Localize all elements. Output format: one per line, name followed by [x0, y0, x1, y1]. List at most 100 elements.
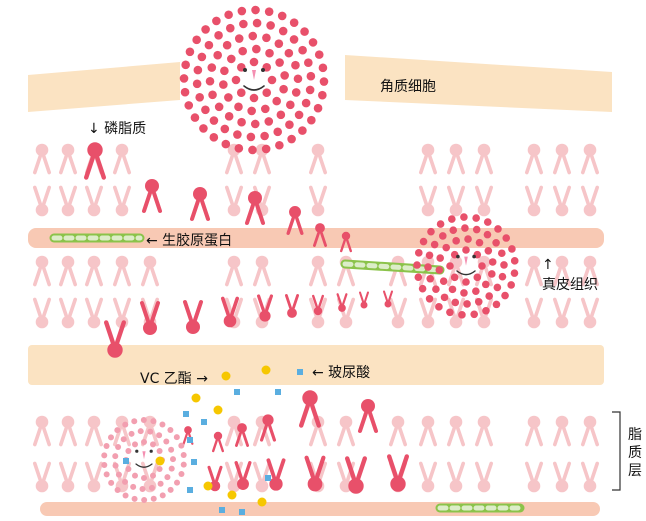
pale-lipid-tail [85, 297, 94, 318]
pale-lipid-tail [94, 426, 103, 447]
phospholipid [257, 294, 273, 322]
dermis-cell-dot [440, 293, 449, 302]
pale-lipid-tail [309, 426, 318, 447]
lipid-layer-cell-dot [103, 471, 110, 478]
phospholipid-tail [398, 454, 409, 479]
pale-lipid [525, 185, 543, 217]
lipid-layer-cell-dot [159, 421, 166, 428]
phospholipid-head [186, 320, 200, 334]
phospholipid-tail [234, 461, 243, 480]
pale-lipid-tail [562, 266, 571, 287]
pale-lipid-tail [484, 461, 493, 482]
pale-lipid-tail [309, 266, 318, 287]
keratinocyte-cell-dot [274, 39, 284, 48]
keratinocyte-cell-dot [300, 27, 309, 36]
phospholipid-head [313, 306, 323, 316]
lipid-layer-cell-dot [115, 471, 122, 478]
dermis-cell-dot [413, 261, 421, 269]
pale-lipid-head [227, 479, 241, 493]
pale-lipid [525, 415, 543, 447]
pale-lipid-tail [590, 154, 599, 175]
pale-lipid-head [527, 255, 541, 269]
phospholipid [190, 187, 210, 221]
phospholipid-tail [266, 458, 276, 480]
hyaluronic-square [187, 487, 193, 493]
pale-lipid [553, 297, 571, 329]
keratinocyte-cell-dot [318, 90, 327, 100]
phospholipid-tail [150, 301, 160, 323]
pale-lipid [309, 255, 327, 287]
phospholipid-tail [292, 294, 299, 310]
keratinocyte-cell-dot [264, 7, 274, 16]
lipid-layer-cell-dot [168, 446, 175, 453]
pale-lipid-tail [262, 266, 271, 287]
keratinocyte-cell-dot [204, 40, 214, 50]
keratinocyte-cell-dot [289, 35, 299, 44]
dermis-cell-dot [436, 254, 445, 262]
phospholipid-tail [140, 301, 150, 323]
pale-lipid-tail [253, 461, 262, 482]
phospholipid-tail [104, 320, 115, 345]
keratinocyte-cell-dot [291, 60, 300, 70]
lipid-layer-cell-dot [114, 487, 121, 494]
pale-lipid-tail [484, 185, 493, 206]
hyaluronic-square [187, 437, 193, 443]
keratinocyte-cell-dot [294, 110, 304, 120]
hyaluronic-square [275, 389, 281, 395]
pale-lipid [389, 297, 407, 329]
hyaluronic-square [191, 459, 197, 465]
lipid-layer-cell-dot [141, 496, 148, 503]
pale-lipid [581, 297, 599, 329]
phospholipid [358, 399, 378, 433]
keratinocyte-cell-dot [222, 40, 232, 50]
phospholipid-tail [255, 203, 265, 225]
pale-lipid-tail [456, 426, 465, 447]
pale-lipid [525, 461, 543, 493]
lipid-layer-cell-dot [140, 417, 147, 424]
pale-lipid [225, 143, 243, 175]
keratinocyte-face-eye [261, 68, 265, 72]
pale-lipid-head [87, 255, 101, 269]
keratinocyte-cell-dot [205, 76, 215, 86]
pale-lipid [525, 297, 543, 329]
lipid-layer-cell-dot [132, 441, 138, 448]
phospholipid-tail [183, 300, 193, 322]
pale-lipid [525, 143, 543, 175]
lipid-layer-cell-dot [141, 475, 147, 481]
pale-lipid-head [421, 479, 435, 493]
phospholipid-tail [115, 320, 126, 345]
pale-lipid-tail [553, 154, 562, 175]
lipid-layer-cell-dot [150, 418, 157, 425]
dermis-cell-dot [448, 285, 457, 294]
keratinocyte-cell-dot [272, 96, 282, 106]
pale-lipid-tail [419, 154, 428, 175]
lipid-layer-cell-dot [141, 439, 147, 445]
phospholipid [383, 290, 393, 308]
pale-lipid [33, 415, 51, 447]
pale-lipid-tail [581, 297, 590, 318]
lipid-layer-cell-dot [122, 492, 129, 499]
lipid-layer-cell-dot [125, 466, 132, 472]
pale-lipid [447, 415, 465, 447]
pale-lipid-tail [534, 185, 543, 206]
phospholipid-head [262, 414, 274, 426]
phospholipid-head [289, 206, 301, 218]
pale-lipid-tail [562, 297, 571, 318]
pale-lipid-tail [590, 185, 599, 206]
phospholipid-tail [235, 431, 242, 447]
pale-lipid-tail [68, 297, 77, 318]
keratinocyte-cell-dot [260, 131, 269, 141]
phospholipid-tail [276, 458, 286, 480]
keratinocyte-cell-dot [298, 126, 307, 135]
pale-lipid-head [477, 479, 491, 493]
pale-lipid [581, 143, 599, 175]
keratinocyte-cell-dot [318, 63, 328, 73]
hyaluronic-acid-label: ← 玻尿酸 [312, 365, 371, 381]
dermis-cell-dot [462, 278, 470, 286]
keratinocyte-cell-dot [289, 18, 299, 27]
phospholipid-tail [257, 294, 265, 312]
keratinocyte-cell-dot [219, 80, 228, 89]
pale-lipid [475, 415, 493, 447]
dermis-cell-dot [510, 257, 519, 265]
pale-lipid-head [555, 203, 569, 217]
